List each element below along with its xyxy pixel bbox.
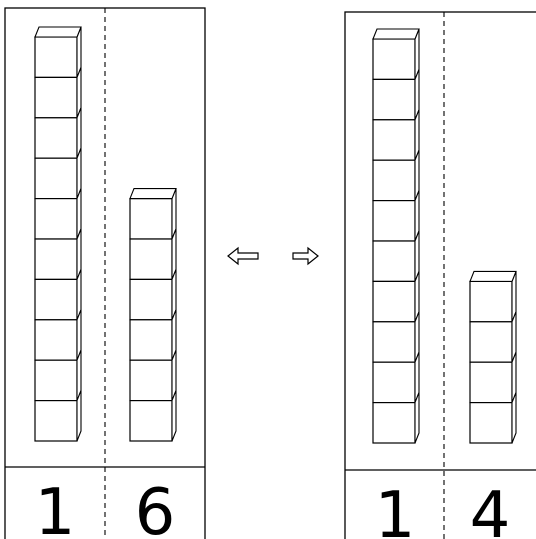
left-tens-cube-3 <box>34 107 82 159</box>
arrow-right-outline-icon <box>292 246 319 266</box>
right-ones-top-face <box>469 270 517 282</box>
right-tens-cube-5 <box>372 190 420 242</box>
right-ones-cube-3 <box>469 351 517 404</box>
right-ones-cube-1 <box>469 271 517 323</box>
right-tens-cube-7 <box>372 271 420 323</box>
left-tens-cube-1 <box>34 26 82 79</box>
left-tens-digit: 1 <box>35 476 76 539</box>
right-ones-cubes <box>469 270 517 444</box>
right-card-frame <box>344 11 536 539</box>
left-tens-cube-9 <box>34 349 82 402</box>
right-tens-cube-10 <box>372 392 420 444</box>
left-ones-digit: 6 <box>135 476 176 539</box>
left-tens-rod <box>34 26 82 442</box>
right-tens-top-face <box>372 28 420 40</box>
left-ones-cube-5 <box>129 349 177 402</box>
arrow-left-outline-icon <box>227 246 259 266</box>
left-tens-cube-6 <box>34 228 82 281</box>
left-tens-cube-5 <box>34 188 82 240</box>
right-ones-digit: 4 <box>470 479 511 539</box>
right-tens-rod <box>372 28 420 444</box>
left-ones-cube-6 <box>129 390 177 442</box>
right-card: 1 4 <box>344 11 536 539</box>
left-tens-cube-2 <box>34 67 82 119</box>
left-ones-cubes <box>129 188 177 442</box>
left-ones-top-face <box>129 188 177 200</box>
left-tens-top-face <box>34 26 82 38</box>
left-tens-cube-10 <box>34 390 82 442</box>
right-tens-digit: 1 <box>375 479 416 539</box>
left-tens-cube-7 <box>34 269 82 321</box>
right-tens-cube-3 <box>372 109 420 161</box>
right-tens-cube-4 <box>372 149 420 202</box>
left-card: 1 6 <box>4 7 206 539</box>
right-tens-cube-1 <box>372 28 420 81</box>
right-tens-cube-2 <box>372 69 420 121</box>
right-ones-cube-4 <box>469 392 517 444</box>
right-ones-cube-2 <box>469 311 517 363</box>
right-tens-cube-6 <box>372 230 420 283</box>
